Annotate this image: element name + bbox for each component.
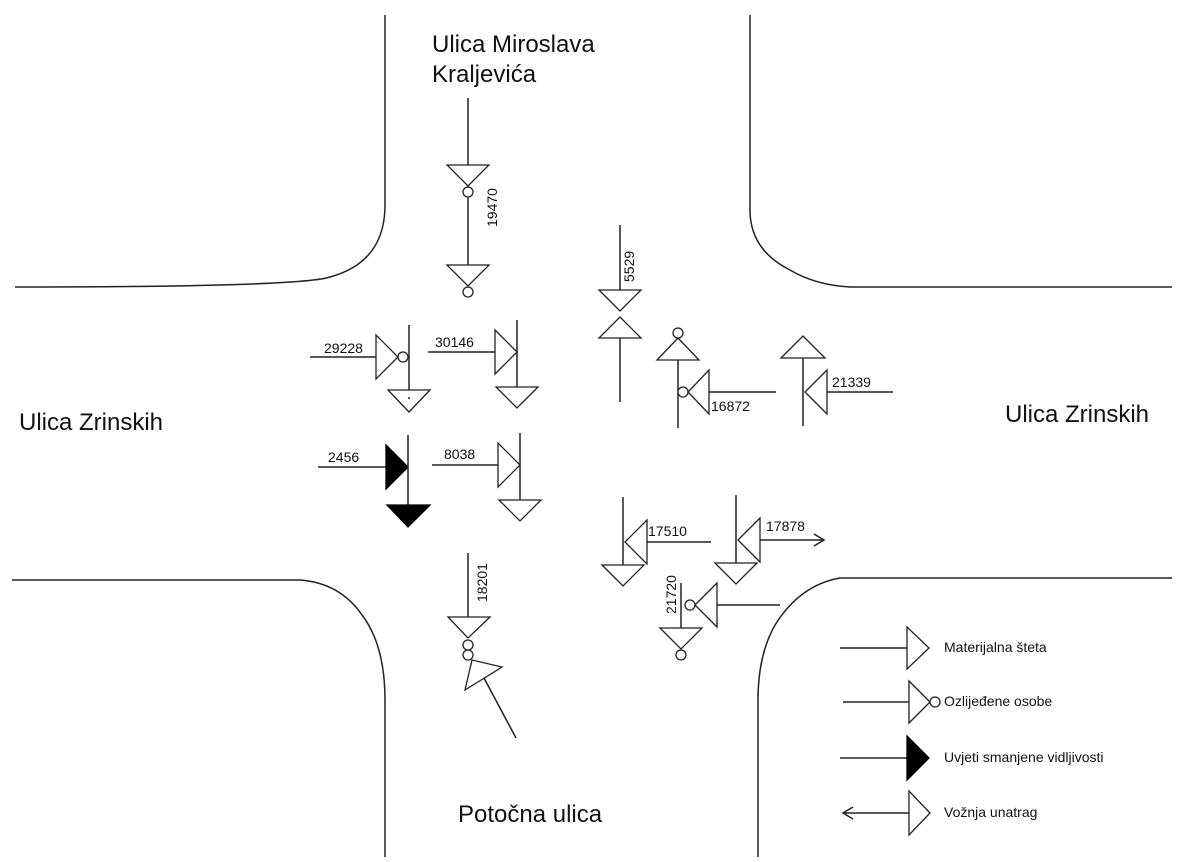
street-label-north-line2: Kraljevića: [432, 61, 537, 88]
label-21339: 21339: [832, 374, 871, 390]
label-8038: 8038: [444, 446, 475, 462]
label-17878: 17878: [766, 518, 805, 534]
street-label-south: Potočna ulica: [458, 801, 603, 828]
legend-label-material: Materijalna šteta: [944, 639, 1047, 655]
road-curbs: [12, 15, 1172, 857]
accident-2456: 2456: [318, 435, 432, 528]
accident-29228: 29228: [310, 325, 432, 413]
street-label-west: Ulica Zrinskih: [19, 409, 164, 436]
accident-21720: 21720: [658, 575, 780, 661]
accident-17878: 17878: [713, 495, 826, 585]
label-21720: 21720: [663, 575, 679, 614]
accident-16872: 16872: [655, 327, 776, 428]
label-17510: 17510: [648, 523, 687, 539]
legend-label-reduced-visibility: Uvjeti smanjene vidljivosti: [944, 749, 1104, 765]
label-18201: 18201: [474, 563, 490, 602]
accident-21339: 21339: [779, 335, 893, 426]
street-label-north: Ulica Miroslava Kraljevića: [432, 30, 595, 90]
label-19470: 19470: [484, 188, 500, 227]
legend-reversing-icon: [841, 789, 931, 837]
accident-18201: 18201: [446, 553, 517, 739]
legend: [840, 625, 941, 837]
curb-nw: [14, 15, 386, 288]
accident-5529: 5529: [597, 225, 643, 402]
label-29228: 29228: [324, 340, 363, 356]
accident-19470: 19470: [445, 98, 500, 298]
legend-label-reversing: Vožnja unatrag: [944, 804, 1038, 820]
label-16872: 16872: [711, 398, 750, 414]
legend-label-injured: Ozlijeđene osobe: [944, 693, 1053, 709]
accident-8038: 8038: [432, 433, 543, 522]
label-2456: 2456: [328, 449, 359, 465]
curb-se: [757, 577, 1172, 857]
legend-reduced-visibility-icon: [840, 734, 930, 782]
label-5529: 5529: [621, 251, 637, 282]
street-label-north-line1: Ulica Miroslava: [432, 31, 595, 58]
street-label-east: Ulica Zrinskih: [1005, 401, 1150, 428]
label-30146: 30146: [435, 334, 474, 350]
curb-ne: [749, 15, 1172, 288]
accident-30146: 30146: [428, 320, 540, 409]
accident-17510: 17510: [600, 497, 711, 587]
legend-injured-icon: [843, 679, 941, 725]
curb-sw: [12, 579, 386, 857]
legend-material-icon: [840, 625, 930, 671]
